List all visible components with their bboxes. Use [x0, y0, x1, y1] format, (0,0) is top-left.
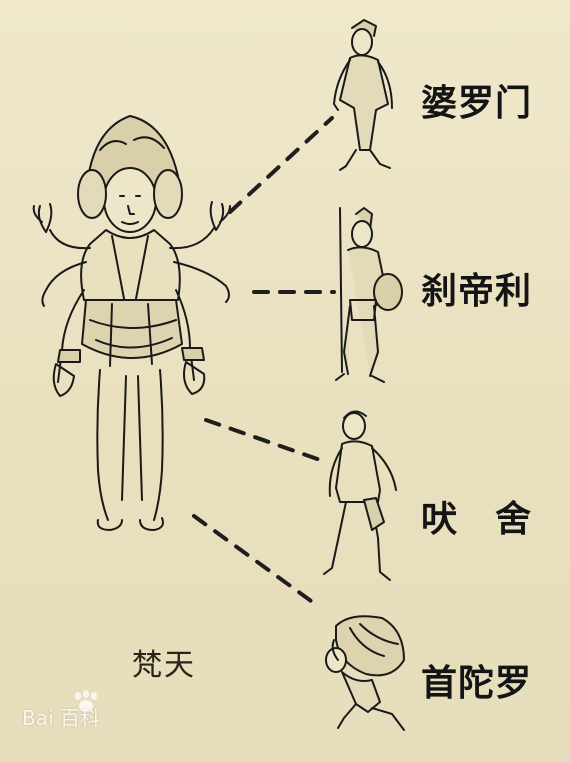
label-kshatriya: 刹帝利	[421, 271, 533, 312]
shudra-figure	[325, 615, 405, 731]
connector-vaishya	[204, 418, 328, 464]
connector-shudra	[192, 514, 320, 608]
connector-brahmin	[228, 116, 334, 214]
label-brahma: 梵天	[132, 648, 196, 683]
label-brahmin: 婆罗门	[421, 83, 533, 124]
connector-lines	[192, 116, 336, 608]
label-vaishya: 吠 舍	[421, 499, 533, 540]
brahmin-figure	[333, 19, 393, 171]
paw-logo-icon	[75, 690, 97, 712]
brahma-figure	[32, 115, 231, 531]
vaishya-figure	[323, 410, 397, 581]
watermark: Bai 百科	[22, 706, 100, 730]
label-shudra: 首陀罗	[421, 663, 533, 704]
kshatriya-figure	[335, 207, 403, 383]
